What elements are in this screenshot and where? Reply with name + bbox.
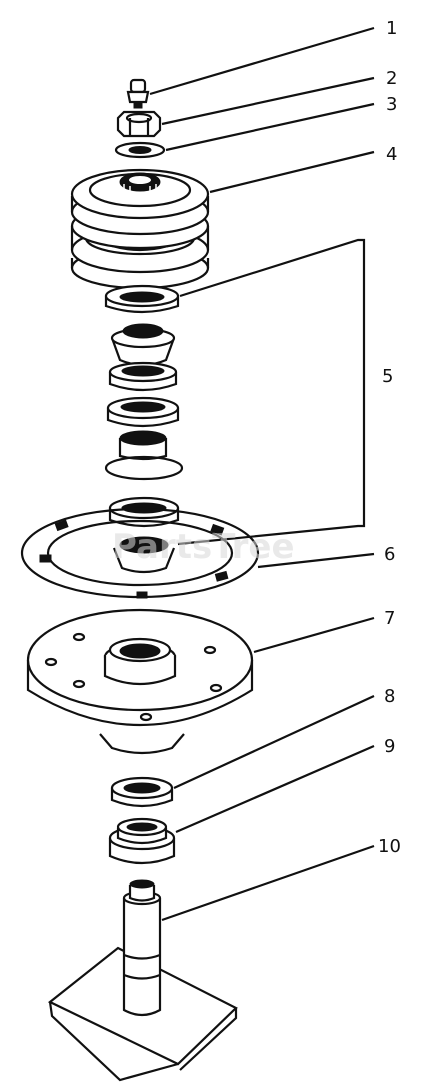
callout-4: 4 [386,144,397,165]
callout-1: 1 [386,18,397,39]
part-9-seal-bearing [108,817,176,865]
callout-8: 8 [384,686,395,707]
part-7-spindle-housing [26,608,254,755]
part-10-spindle-shaft [47,879,238,1082]
callout-9: 9 [384,736,395,757]
watermark-text: PartsTree [112,527,295,567]
callout-6: 6 [384,544,395,565]
callout-2: 2 [386,68,397,89]
part-6-gasket-plate [20,507,260,599]
part-2-hex-nut [116,110,162,138]
callout-7: 7 [384,608,395,629]
callout-5: 5 [382,366,393,387]
callout-10: 10 [378,836,401,857]
part-8-bearing [110,776,174,808]
part-4-pulley [70,168,210,290]
leader-lines [149,26,375,922]
callout-3: 3 [386,94,397,115]
part-1-grease-fitting [126,78,150,109]
part-3-washer [114,141,166,159]
